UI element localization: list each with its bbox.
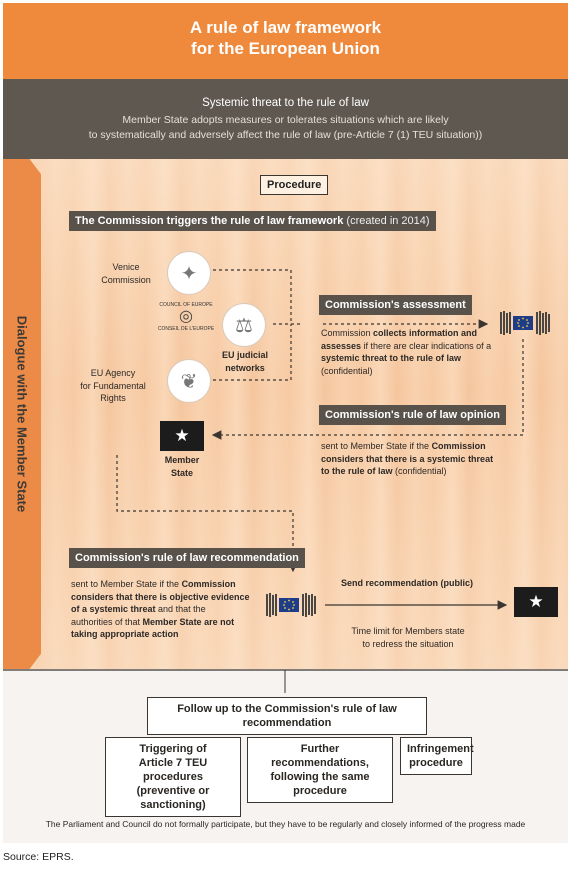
fra-label: EU Agency for Fundamental Rights <box>67 367 159 405</box>
fra-line2: for Fundamental Rights <box>80 380 146 404</box>
procedure-area: Dialogue with the Member State Procedure… <box>3 159 568 669</box>
fra-line1: EU Agency <box>90 368 136 378</box>
european-commission-logo-icon <box>266 593 316 617</box>
threat-title: Systemic threat to the rule of law <box>202 97 369 109</box>
judicial-label: EU judicial networks <box>215 349 275 374</box>
venice-line2: Commission <box>101 274 151 285</box>
judicial-line2: networks <box>225 362 265 373</box>
time-limit-line1: Time limit for Members state <box>351 626 465 636</box>
venice-commission-logo-icon: ✦ <box>167 251 211 295</box>
assessment-l2b: if there are clear indications of a <box>361 340 492 351</box>
assessment-l1b: collects information and <box>373 328 478 338</box>
opinion-label: Commission's rule of law opinion <box>319 405 506 425</box>
member-state-flag-icon: ★ <box>160 421 204 451</box>
recommendation-label: Commission's rule of law recommendation <box>69 548 305 568</box>
member-state-line2: State <box>170 467 193 478</box>
rec-l3b: and that the <box>155 604 206 614</box>
outcome-article7-line3: (preventive or sanctioning) <box>136 785 210 811</box>
connector-to-recommendation <box>116 455 298 573</box>
rec-l1b: Commission <box>181 579 236 589</box>
outcome-further-recommendations: Further recommendations, following the s… <box>247 737 393 803</box>
infographic: A rule of law framework for the European… <box>3 3 568 843</box>
recommendation-description: sent to Member State if the Commission c… <box>71 578 251 641</box>
opinion-description: sent to Member State if the Commission c… <box>321 440 511 478</box>
rec-l5: taking appropriate action <box>71 629 179 639</box>
outcome-article7-line2: Article 7 TEU procedures <box>138 757 208 783</box>
connector-to-opinion <box>211 339 524 440</box>
connector-venice <box>213 269 292 324</box>
threat-description: Member State adopts measures or tolerate… <box>3 113 568 143</box>
time-limit-label: Time limit for Members state to redress … <box>333 625 483 650</box>
send-recommendation-label: Send recommendation (public) <box>341 578 474 588</box>
flow-connectors <box>116 269 524 610</box>
title-line2: for the European Union <box>191 39 380 58</box>
outcome-article7-line1: Triggering of <box>139 743 207 755</box>
title-line1: A rule of law framework <box>189 18 382 37</box>
threat-line1: Member State adopts measures or tolerate… <box>122 114 449 126</box>
eu-judicial-networks-logo-icon: ⚖ <box>222 303 266 347</box>
member-state-label: Member State <box>152 454 212 479</box>
member-state-line1: Member <box>164 455 200 465</box>
assessment-description: Commission collects information and asse… <box>321 327 496 377</box>
assessment-l2a: assesses <box>321 340 362 351</box>
european-commission-logo-icon <box>500 311 550 335</box>
rec-l1a: sent to Member State if the <box>71 579 182 589</box>
venice-line1: Venice <box>112 262 140 272</box>
rec-l2: considers that there is objective eviden… <box>71 591 250 602</box>
outcome-further-line2: following the same procedure <box>270 771 370 797</box>
opinion-l1a: sent to Member State if the <box>321 441 432 451</box>
threat-line2: to systematically and adversely affect t… <box>88 129 483 141</box>
time-limit-line2: to redress the situation <box>362 638 454 649</box>
outcome-article7: Triggering of Article 7 TEU procedures (… <box>105 737 241 817</box>
assessment-label: Commission's assessment <box>319 295 472 315</box>
follow-up-label: Follow up to the Commission's rule of la… <box>147 697 427 735</box>
member-state-flag-icon: ★ <box>514 587 558 617</box>
dialogue-sidebar <box>3 159 41 669</box>
rec-l3a: of a systemic threat <box>71 604 156 614</box>
rec-l4b: Member State are not <box>142 616 235 627</box>
fra-logo-icon: ❦ <box>167 359 211 403</box>
coe-top-text: COUNCIL OF EUROPE <box>159 302 213 308</box>
venice-label: Venice Commission <box>96 261 156 286</box>
trigger-label: The Commission triggers the rule of law … <box>69 211 436 231</box>
opinion-l1b: Commission <box>431 441 486 451</box>
outcome-infringement: Infringement procedure <box>400 737 474 775</box>
assessment-l4: (confidential) <box>321 365 373 376</box>
council-of-europe-logo-icon: COUNCIL OF EUROPE ◎ CONSEIL DE L'EUROPE <box>157 302 215 332</box>
connector-fra <box>213 324 292 381</box>
source-caption: Source: EPRS. <box>3 851 74 863</box>
opinion-l3b: (confidential) <box>392 466 447 476</box>
assessment-l1a: Commission <box>321 328 374 338</box>
outcome-infringement-line1: Infringement <box>407 743 474 755</box>
trigger-label-text: The Commission triggers the rule of law … <box>75 215 344 227</box>
main-title: A rule of law framework for the European… <box>3 17 568 59</box>
rec-l4a: authorities of that <box>71 616 143 627</box>
outcome-further-line1: Further recommendations, <box>271 743 369 769</box>
assessment-l3: systemic threat to the rule of law <box>321 353 462 363</box>
outcome-infringement-line2: procedure <box>409 757 463 769</box>
procedure-label: Procedure <box>260 175 329 195</box>
follow-up-area: Follow up to the Commission's rule of la… <box>3 669 568 843</box>
header-banner: A rule of law framework for the European… <box>3 3 568 79</box>
threat-panel: Systemic threat to the rule of law Membe… <box>3 79 568 159</box>
opinion-l3a: to the rule of law <box>321 466 393 476</box>
trigger-note: (created in 2014) <box>346 215 430 227</box>
opinion-l2: considers that there is a systemic threa… <box>321 453 494 464</box>
coe-bottom-text: CONSEIL DE L'EUROPE <box>157 326 215 332</box>
footnote: The Parliament and Council do not formal… <box>45 819 526 829</box>
judicial-line1: EU judicial <box>221 350 268 360</box>
